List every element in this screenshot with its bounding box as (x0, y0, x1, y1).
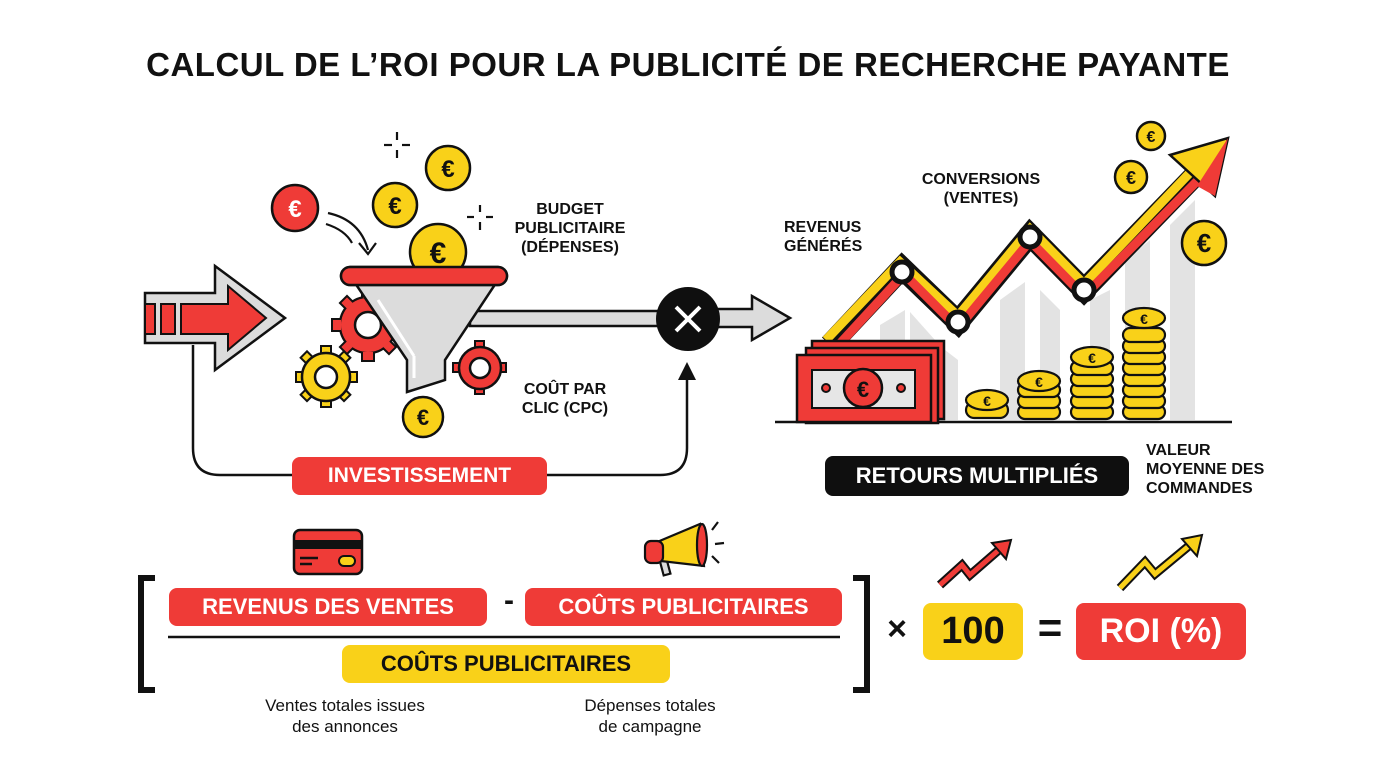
equals-sign: = (1037, 604, 1063, 651)
budget-label-line: (DÉPENSES) (521, 239, 619, 256)
returns-badge: RETOURS MULTIPLIÉS (825, 456, 1129, 496)
note-spend: Dépenses totales de campagne (540, 695, 760, 737)
svg-text:€: € (857, 377, 869, 402)
revenue-label-line: REVENUS (784, 219, 862, 236)
revenue-label-line: GÉNÉRÉS (784, 238, 863, 255)
curved-arrow-icon (325, 211, 377, 256)
minus-sign: - (504, 584, 514, 617)
note-sales-line: Ventes totales issues (265, 696, 425, 715)
multiplier-100: 100 (923, 603, 1023, 660)
cpc-label-line: CLIC (CPC) (521, 400, 609, 417)
megaphone-icon (643, 521, 725, 577)
ad-costs-denominator: COÛTS PUBLICITAIRES (342, 645, 670, 683)
ad-costs-term: COÛTS PUBLICITAIRES (525, 588, 842, 626)
note-sales-line: des annonces (292, 717, 398, 736)
note-sales: Ventes totales issues des annonces (225, 695, 465, 737)
cpc-label-line: COÛT PAR (523, 381, 607, 398)
euro-coin-icon: € € € € € (270, 144, 472, 439)
note-spend-line: Dépenses totales (584, 696, 716, 715)
aov-label-line: VALEUR (1146, 442, 1211, 459)
aov-label-line: MOYENNE DES (1146, 461, 1265, 478)
multiply-circle-icon (656, 287, 720, 351)
budget-label-line: PUBLICITAIRE (514, 220, 626, 237)
conversions-label-line: CONVERSIONS (921, 171, 1041, 188)
conversions-label: CONVERSIONS (VENTES) (896, 170, 1066, 208)
trend-up-red-icon (936, 538, 1013, 589)
banknote-stack-icon: € (795, 339, 946, 425)
input-arrow-icon (143, 263, 288, 373)
svg-text:€: € (983, 393, 991, 409)
svg-text:€: € (1088, 350, 1096, 366)
coin-stack-icon: € € € € (964, 306, 1167, 421)
page-title: CALCUL DE L’ROI POUR LA PUBLICITÉ DE REC… (146, 46, 1230, 83)
credit-card-icon (292, 528, 364, 576)
aov-label-line: COMMANDES (1146, 480, 1253, 497)
trend-up-yellow-icon (1116, 533, 1204, 592)
svg-text:€: € (430, 237, 447, 270)
svg-text:€: € (1147, 129, 1156, 146)
gear-icon-red-small (452, 340, 507, 395)
aov-label: VALEUR MOYENNE DES COMMANDES (1146, 441, 1306, 498)
budget-label-line: BUDGET (536, 201, 604, 218)
roi-result: ROI (%) (1076, 603, 1246, 660)
investment-badge: INVESTISSEMENT (292, 457, 547, 495)
sales-revenue-term: REVENUS DES VENTES (169, 588, 487, 626)
times-sign: × (887, 610, 907, 648)
svg-text:€: € (388, 193, 401, 220)
gear-icon-yellow (295, 345, 358, 408)
svg-text:€: € (288, 196, 301, 223)
sparkle-icon (384, 132, 493, 230)
output-arrow-icon (713, 293, 793, 343)
svg-text:€: € (417, 405, 429, 430)
svg-text:€: € (1126, 168, 1136, 188)
svg-text:€: € (1197, 228, 1211, 258)
euro-coin-icon: € € € (1113, 120, 1228, 267)
revenue-label: REVENUS GÉNÉRÉS (784, 218, 884, 256)
svg-text:€: € (1035, 374, 1043, 390)
svg-text:€: € (1140, 311, 1148, 327)
svg-text:€: € (441, 156, 454, 183)
budget-label: BUDGET PUBLICITAIRE (DÉPENSES) (490, 200, 650, 257)
conversions-label-line: (VENTES) (943, 190, 1019, 207)
trend-arrow-icon (821, 136, 1230, 354)
note-spend-line: de campagne (598, 717, 702, 736)
cpc-label: COÛT PAR CLIC (CPC) (505, 380, 625, 418)
